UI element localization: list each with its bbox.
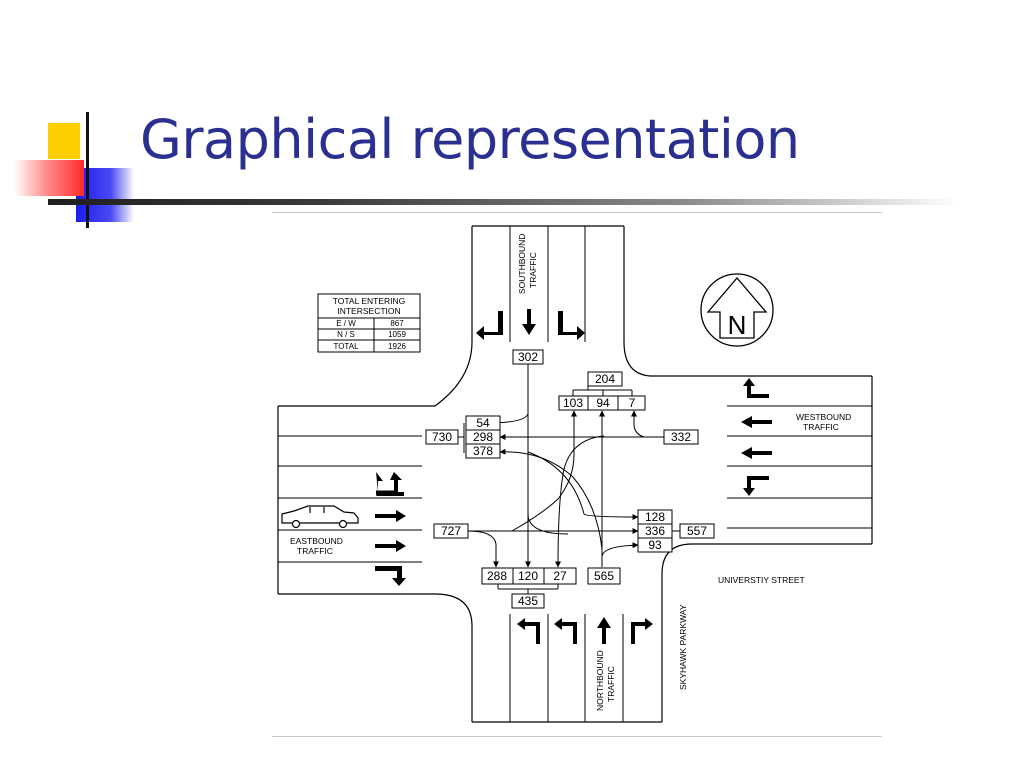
title-underline (48, 199, 960, 205)
volume-south-exit-right: 27 (553, 569, 567, 583)
right-turn-arrow-icon (375, 566, 406, 586)
flow-lines (458, 364, 680, 594)
volume-west-exit-bottom: 378 (473, 444, 493, 458)
left-turn-arrow-icon (743, 378, 769, 398)
volume-south-exit-left: 288 (487, 569, 507, 583)
volume-west-exit-mid: 298 (473, 430, 493, 444)
slide-title: Graphical representation (140, 108, 800, 171)
university-street-label: UNIVERSTIY STREET (718, 575, 805, 585)
north-arrow-icon: N (700, 273, 774, 347)
volume-eastbound: 727 (441, 524, 461, 538)
frame-top-line (272, 212, 882, 213)
westbound-lane-arrows (741, 378, 772, 496)
volume-east-exit-top: 128 (645, 510, 665, 524)
through-arrow-icon (597, 617, 611, 644)
volume-west-exit-total: 730 (432, 430, 452, 444)
summary-row-label: E / W (336, 319, 356, 328)
summary-table: TOTAL ENTERING INTERSECTION E / W 867 N … (317, 293, 421, 353)
right-turn-arrow-icon (631, 618, 653, 644)
summary-row-label: TOTAL (333, 342, 359, 351)
right-turn-arrow-icon (558, 311, 585, 340)
blue-square-decoration (76, 168, 134, 222)
southbound-label-1: SOUTHBOUND (517, 234, 527, 294)
left-turn-arrow-icon (476, 311, 503, 340)
volume-northbound: 565 (594, 569, 614, 583)
volume-east-exit-bottom: 93 (648, 538, 662, 552)
frame-bottom-line (272, 736, 882, 737)
southbound-lane-arrows (476, 309, 585, 340)
through-arrow-icon (375, 510, 406, 522)
southbound-label-2: TRAFFIC (528, 252, 538, 288)
volume-west-exit-top: 54 (476, 416, 490, 430)
volume-southbound: 302 (518, 350, 538, 364)
volume-east-exit-total: 557 (687, 524, 707, 538)
summary-row-value: 1059 (388, 330, 406, 339)
summary-row-value: 1926 (388, 342, 406, 351)
left-turn-arrow-icon (554, 618, 577, 644)
eastbound-left-turn-head (376, 472, 402, 495)
westbound-label-2: TRAFFIC (803, 422, 839, 432)
eastbound-label-1: EASTBOUND (290, 536, 343, 546)
summary-row-label: N / S (337, 330, 355, 339)
westbound-label-1: WESTBOUND (796, 412, 851, 422)
through-arrow-icon (741, 447, 772, 459)
yellow-square-decoration (48, 123, 80, 159)
eastbound-label-2: TRAFFIC (297, 546, 333, 556)
volume-north-exit-total: 204 (595, 372, 615, 386)
summary-row-value: 867 (390, 319, 404, 328)
northbound-label-2: TRAFFIC (606, 666, 616, 702)
summary-header-2: INTERSECTION (337, 306, 400, 316)
volume-east-exit-mid: 336 (645, 524, 665, 538)
eastbound-lane-arrows (375, 472, 406, 586)
northbound-lane-arrows (517, 617, 653, 644)
left-turn-arrow-icon (517, 618, 540, 644)
right-turn-arrow-icon (743, 476, 769, 496)
volume-north-exit-mid: 94 (596, 396, 610, 410)
volume-westbound: 332 (671, 430, 691, 444)
summary-header-1: TOTAL ENTERING (333, 296, 406, 306)
car-icon (281, 505, 359, 529)
vertical-line-decoration (86, 112, 89, 228)
skyhawk-parkway-label: SKYHAWK PARKWAY (678, 604, 688, 690)
north-symbol: N (728, 310, 747, 340)
northbound-label-1: NORTHBOUND (595, 650, 605, 711)
volume-south-exit-mid: 120 (518, 569, 538, 583)
volume-south-exit-total: 435 (518, 594, 538, 608)
red-square-decoration (14, 160, 84, 196)
volume-labels: 302 204 103 94 7 54 298 378 730 332 128 … (432, 350, 707, 608)
through-arrow-icon (522, 309, 536, 335)
intersection-diagram: N TOTAL ENTERING INTERSECTION E / W 867 … (277, 225, 873, 723)
volume-north-exit-right: 7 (629, 396, 636, 410)
through-arrow-icon (741, 416, 772, 428)
through-arrow-icon (375, 540, 406, 552)
volume-boxes (425, 349, 715, 609)
lane-lines (278, 226, 872, 722)
volume-north-exit-left: 103 (563, 396, 583, 410)
